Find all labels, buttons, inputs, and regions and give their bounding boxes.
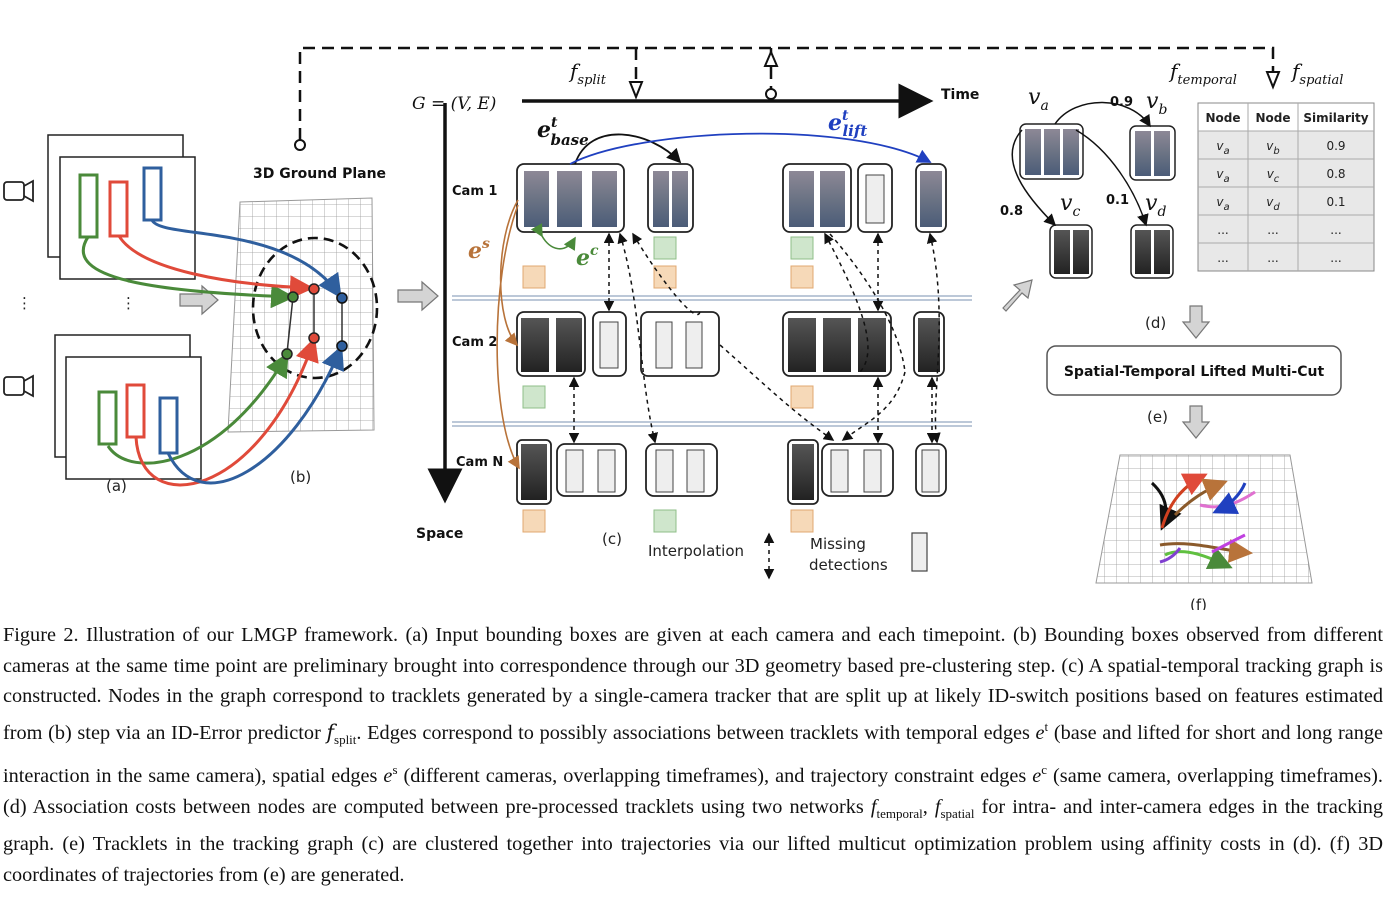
table-row (1198, 131, 1374, 159)
panel-c: G = (V, E) Time Space fsplit Cam 1 Cam 2… (412, 59, 979, 580)
cam1-label: Cam 1 (452, 184, 497, 199)
missing-label-2: detections (809, 556, 888, 574)
e-s-label: es (468, 236, 490, 264)
node-vc-label: vc (1060, 191, 1080, 220)
feedback-time-circle (765, 88, 777, 100)
node-va-label: va (1028, 85, 1049, 114)
table-header-cell: Node (1255, 111, 1290, 125)
panel-a: ⋮ ⋮ (a) (3, 134, 202, 495)
feedback-spatial-arrowhead (1265, 71, 1281, 90)
cam1-tracklets (516, 163, 947, 233)
similarity-table: Node Node Similarity va vb 0.9 va vc 0.8 va vd 0.1.… (1197, 102, 1375, 272)
interpolation-label: Interpolation (648, 542, 744, 560)
camera-icon-bottom (3, 374, 34, 398)
e-s-edge-1 (499, 199, 519, 347)
label-f: (f) (1190, 596, 1207, 610)
space-label: Space (416, 526, 463, 542)
ground-plane-grid (227, 197, 375, 433)
table-cell: 0.1 (1326, 195, 1345, 209)
arrow-c-to-d (1002, 279, 1033, 312)
e-c-edge (530, 223, 576, 251)
cam2-tracklets (516, 311, 945, 377)
panel-b: 3D Ground Plane (b) (81, 166, 386, 487)
table-cell: 0.8 (1326, 167, 1345, 181)
table-row (1198, 159, 1374, 187)
feedback-split-arrowhead (628, 81, 644, 100)
f-temporal-label: ftemporal (1168, 59, 1237, 88)
table-cell: va (1216, 195, 1229, 213)
table-cell: va (1216, 139, 1229, 157)
e-c-label: ec (576, 243, 599, 271)
table-header-row (1198, 103, 1374, 131)
table-cell: ... (1330, 223, 1341, 237)
e-base-edge (574, 133, 682, 165)
trajectory-grid (1095, 454, 1313, 584)
camN-label: Cam N (456, 455, 503, 470)
panel-d: ftemporal fspatial va vb vc vd 0.9 0.8 0… (1000, 59, 1375, 332)
feedback-up-arrowhead (763, 49, 779, 67)
camera-icon-top (3, 179, 34, 203)
table-cell: vb (1266, 139, 1279, 157)
time-label: Time (941, 87, 979, 103)
feedback-start-circle (294, 139, 306, 151)
label-c: (c) (602, 530, 622, 548)
panel-e: Spatial-Temporal Lifted Multi-Cut (e) (1046, 345, 1342, 426)
table-header-cell: Node (1205, 111, 1240, 125)
table-cell: 0.9 (1326, 139, 1345, 153)
table-row (1198, 215, 1374, 243)
node-vd-label: vd (1145, 191, 1166, 220)
table-cell: vc (1267, 167, 1280, 185)
table-header-cell: Similarity (1303, 111, 1368, 125)
table-cell: ... (1267, 251, 1278, 265)
weight-ad: 0.1 (1106, 193, 1129, 208)
label-e: (e) (1147, 408, 1168, 426)
time-window-squares (522, 236, 814, 533)
arrow-b-to-c (397, 280, 439, 312)
arrow-d-to-e (1181, 305, 1211, 339)
pre-cluster-ellipse (251, 236, 379, 380)
block-arrows (179, 279, 1211, 439)
missing-detection-legend-box (911, 532, 928, 572)
missing-label-1: Missing (810, 535, 866, 553)
ground-plane-title: 3D Ground Plane (253, 166, 386, 182)
lane-separators (452, 295, 972, 427)
node-vb-label: vb (1146, 89, 1167, 118)
multicut-box (1046, 345, 1342, 396)
figure-caption: Figure 2. Illustration of our LMGP frame… (3, 624, 1383, 886)
graph-equation: G = (V, E) (412, 94, 496, 114)
e-lift-edge (569, 132, 932, 165)
lmgp-framework-diagram: ⋮ ⋮ (a) 3D Ground Plane (b) G = (V, E) T… (3, 46, 1375, 610)
arrow-e-to-f (1181, 405, 1211, 439)
cam2-label: Cam 2 (452, 335, 497, 350)
multicut-label: Spatial-Temporal Lifted Multi-Cut (1064, 364, 1325, 380)
table-cell: ... (1267, 223, 1278, 237)
table-cell: ... (1217, 251, 1228, 265)
interpolation-edges (568, 232, 941, 444)
table-row (1198, 243, 1374, 271)
table-cell: va (1216, 167, 1229, 185)
f-spatial-label: fspatial (1290, 59, 1343, 88)
e-s-edge-2 (496, 204, 520, 470)
label-b: (b) (290, 468, 311, 486)
panel-f: (f) (1095, 454, 1313, 610)
f-split-label: fsplit (568, 59, 607, 88)
table-cell: ... (1217, 223, 1228, 237)
camN-tracklets (516, 439, 947, 505)
table-row (1198, 187, 1374, 215)
weight-ab: 0.9 (1110, 95, 1133, 110)
ellipsis-middle: ⋮ (121, 294, 136, 312)
ellipsis-left: ⋮ (17, 294, 32, 312)
label-d: (d) (1145, 314, 1166, 332)
label-a: (a) (106, 477, 127, 495)
table-cell: vd (1266, 195, 1280, 213)
weight-ac: 0.8 (1000, 204, 1023, 219)
table-cell: ... (1330, 251, 1341, 265)
